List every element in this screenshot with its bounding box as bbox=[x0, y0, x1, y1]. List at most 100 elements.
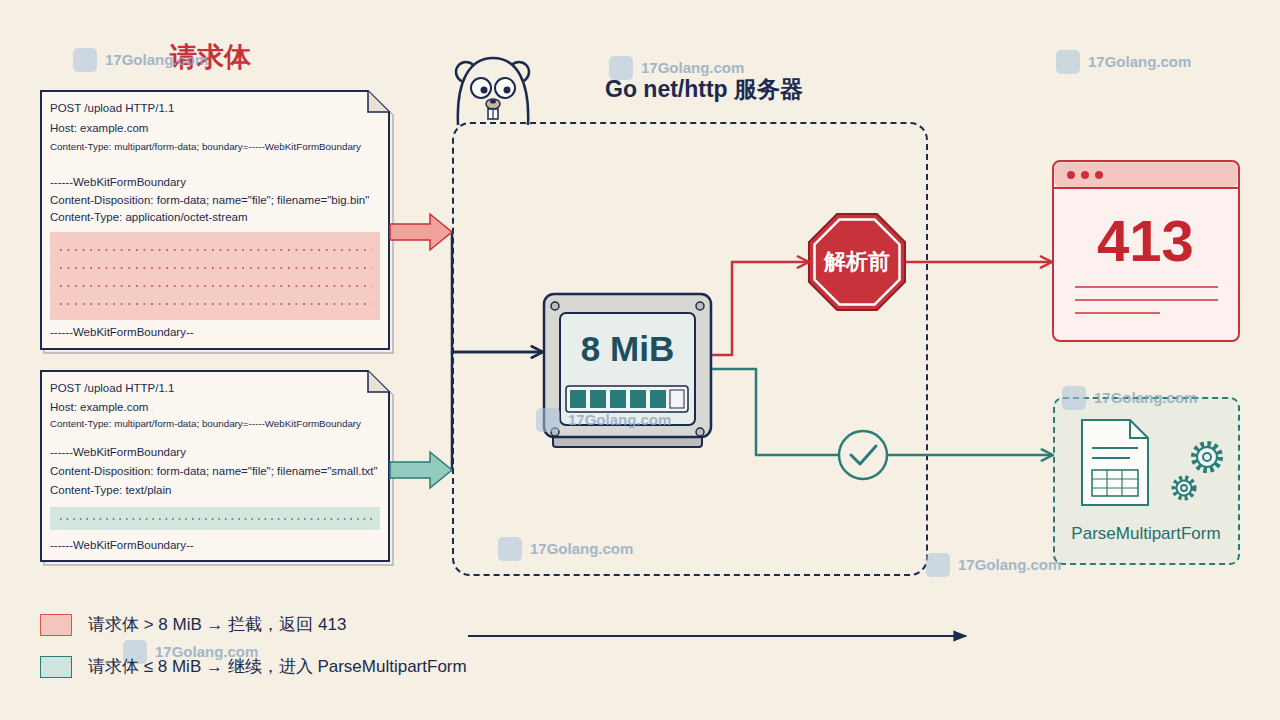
gear-hole bbox=[1181, 485, 1187, 491]
http-line: Content-Type: multipart/form-data; bound… bbox=[50, 416, 361, 432]
watermark: 17Golang.com bbox=[1094, 389, 1197, 407]
flow-connector bbox=[905, 261, 1052, 264]
gopher-pupil bbox=[481, 87, 488, 94]
screw bbox=[696, 302, 704, 310]
document-outline bbox=[41, 371, 389, 561]
gear-hole bbox=[1203, 453, 1211, 461]
legend-text: 请求体 ≤ 8 MiB → 继续，进入 ParseMultipartForm bbox=[88, 655, 467, 679]
document-outline bbox=[41, 91, 389, 349]
payload-dots bbox=[60, 303, 372, 305]
size-limit-device: 8 MiB bbox=[543, 293, 712, 448]
watermark: 17Golang.com bbox=[1088, 53, 1191, 71]
gopher-head bbox=[458, 58, 528, 125]
device-screen bbox=[560, 313, 695, 425]
http-line: Content-Type: application/octet-stream bbox=[50, 209, 248, 225]
status-code: 413 bbox=[1054, 208, 1237, 274]
legend-row: 请求体 ≤ 8 MiB → 继续，进入 ParseMultipartForm bbox=[40, 655, 740, 697]
watermark: 17Golang.com bbox=[641, 59, 744, 77]
request-document: POST /upload HTTP/1.1Host: example.comCo… bbox=[40, 90, 390, 350]
progress-cell bbox=[650, 390, 666, 408]
legend-row: 请求体 > 8 MiB → 拦截，返回 413 bbox=[40, 613, 740, 655]
block-arrow bbox=[390, 452, 452, 488]
document-line bbox=[1092, 457, 1130, 459]
device-base bbox=[553, 434, 702, 447]
device-details bbox=[551, 302, 704, 436]
gopher-pupil bbox=[504, 87, 511, 94]
payload-dots bbox=[60, 249, 372, 251]
watermark-logo bbox=[536, 408, 560, 432]
http-line: ------WebKitFormBoundary-- bbox=[50, 324, 194, 340]
octagon-outline bbox=[809, 214, 905, 310]
watermark-logos bbox=[73, 48, 1086, 664]
legend-swatch bbox=[40, 614, 72, 636]
payload-dots bbox=[60, 267, 372, 269]
gear-body bbox=[1177, 481, 1192, 496]
http-line: Content-Disposition: form-data; name="fi… bbox=[50, 463, 378, 479]
http-line: ------WebKitFormBoundary bbox=[50, 174, 186, 190]
watermark-logo bbox=[1062, 386, 1086, 410]
check-tick bbox=[851, 446, 876, 464]
window-text-line bbox=[1075, 312, 1160, 314]
flow-connector bbox=[712, 262, 809, 355]
progress-cell bbox=[570, 390, 586, 408]
gopher-eye bbox=[471, 78, 491, 98]
gopher-mascot bbox=[456, 58, 529, 125]
legend-swatch bbox=[40, 656, 72, 678]
watermark-logo bbox=[73, 48, 97, 72]
request-document: POST /upload HTTP/1.1Host: example.comCo… bbox=[40, 370, 390, 562]
document-fold bbox=[368, 91, 389, 112]
heading: 请求体 bbox=[170, 40, 251, 74]
watermark: 17Golang.com bbox=[958, 556, 1061, 574]
progress-cell bbox=[610, 390, 626, 408]
window-dot bbox=[1067, 171, 1075, 179]
progress-bar bbox=[566, 386, 688, 412]
document-table bbox=[1092, 478, 1138, 479]
size-limit-device-outline bbox=[543, 293, 712, 448]
check-circle bbox=[839, 431, 887, 479]
request-document-outline bbox=[40, 90, 390, 350]
http-line: Host: example.com bbox=[50, 120, 148, 136]
flow-connector bbox=[390, 352, 543, 470]
error-window: 413 bbox=[1052, 160, 1240, 342]
http-line: POST /upload HTTP/1.1 bbox=[50, 380, 174, 396]
screw bbox=[551, 428, 559, 436]
document-icon bbox=[1082, 420, 1148, 505]
watermark-logo bbox=[498, 537, 522, 561]
watermark-logo bbox=[926, 553, 950, 577]
direction-arrow bbox=[468, 635, 966, 637]
check-mark bbox=[839, 431, 887, 479]
document-fold bbox=[1130, 420, 1148, 438]
payload-band bbox=[50, 507, 380, 530]
function-name: ParseMultipartForm bbox=[1055, 523, 1237, 545]
http-line: Content-Type: multipart/form-data; bound… bbox=[50, 139, 361, 155]
document-shadow bbox=[44, 374, 393, 565]
screw bbox=[551, 302, 559, 310]
watermark: 17Golang.com bbox=[105, 51, 208, 69]
stop-sign-outline bbox=[807, 212, 907, 312]
document-table bbox=[1121, 470, 1122, 496]
gopher-ear bbox=[509, 62, 529, 82]
progress-cell bbox=[590, 390, 606, 408]
http-line: Content-Type: text/plain bbox=[50, 482, 171, 498]
document-table bbox=[1106, 470, 1107, 496]
gopher-eye bbox=[495, 78, 515, 98]
payload-band bbox=[50, 232, 380, 320]
payload-dots bbox=[60, 285, 372, 287]
window-header bbox=[1055, 163, 1238, 188]
document-table bbox=[1092, 470, 1138, 496]
server-boundary: Go net/http 服务器8 MiB解析前 bbox=[452, 122, 928, 576]
size-limit: 8 MiB bbox=[543, 325, 712, 373]
stop-label: 解析前 bbox=[807, 247, 907, 277]
gear-teeth bbox=[1194, 444, 1220, 470]
watermark: 17Golang.com bbox=[530, 540, 633, 558]
document-table bbox=[1092, 487, 1138, 488]
window-text-line bbox=[1075, 286, 1218, 288]
window-chrome bbox=[1054, 163, 1238, 314]
watermark-logo bbox=[609, 56, 633, 80]
gear-teeth bbox=[1174, 478, 1194, 498]
document-shadow bbox=[44, 94, 393, 353]
